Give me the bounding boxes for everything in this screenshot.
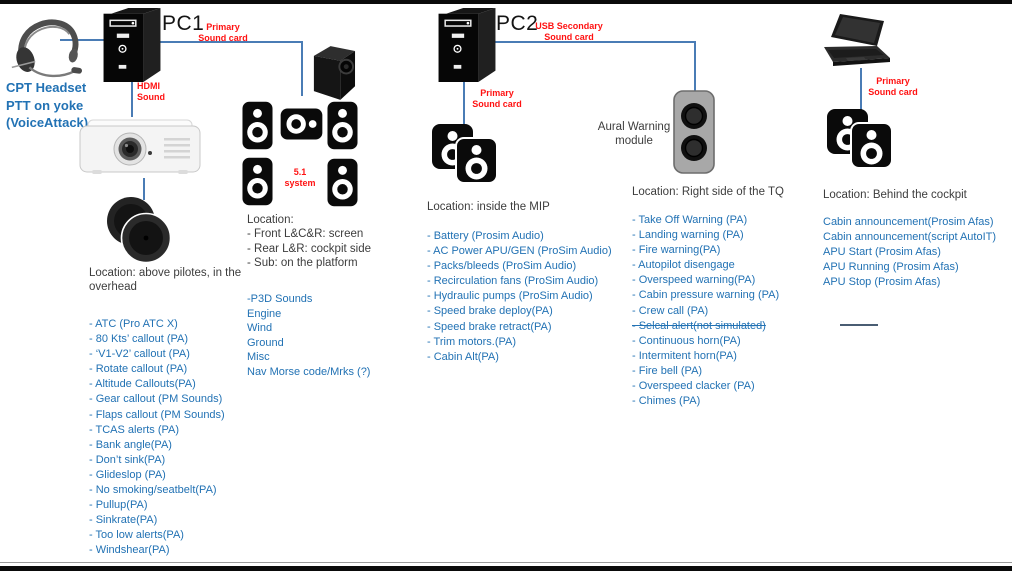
surround-front-right-speaker-icon — [327, 101, 358, 150]
list-item: APU Running (Prosim Afas) — [823, 261, 959, 274]
list-item: - 80 Kts’ callout (PA) — [89, 333, 189, 346]
connector-pc2-aural-h — [492, 41, 696, 43]
subwoofer-icon — [309, 45, 356, 101]
list-item: Ground — [247, 336, 284, 349]
list-item: - Crew call (PA) — [632, 304, 709, 317]
list-item: - AC Power APU/GEN (ProSim Audio) — [427, 245, 612, 258]
tq-location-label: Location: Right side of the TQ — [632, 186, 784, 198]
list-item: Misc — [247, 351, 270, 364]
bottom-border — [0, 566, 1012, 571]
list-item: - Take Off Warning (PA) — [632, 214, 748, 226]
pc1-primary-soundcard-label: Primary Sound card — [198, 22, 248, 43]
connector-pc2-aural-v — [694, 41, 696, 92]
laptop-icon — [816, 12, 896, 70]
aural-warning-module-label: Aural Warning module — [597, 121, 671, 148]
overhead-sounds-list: - ATC (Pro ATC X) - 80 Kts’ callout (PA) -… — [89, 317, 225, 559]
list-item: - Intermitent horn(PA) — [632, 349, 737, 362]
laptop-primary-soundcard-label: Primary Sound card — [868, 76, 918, 97]
headset-caption: CPT Headset PTT on yoke (VoiceAttack) — [6, 80, 89, 130]
list-item: - Selcal alert(not simulated) — [632, 319, 766, 332]
list-item: - Autopilot disengage — [632, 259, 735, 272]
list-item: - Pullup(PA) — [89, 499, 148, 512]
list-item: - Windshear(PA) — [89, 544, 170, 557]
list-item: - Chimes (PA) — [632, 395, 701, 408]
headset-icon — [6, 10, 84, 78]
mip-sounds-list: - Battery (Prosim Audio) - AC Power APU/G… — [427, 229, 612, 365]
overhead-location-label: Location: above pilotes, in the overhead — [89, 267, 242, 294]
list-item: - No smoking/seatbelt(PA) — [89, 484, 217, 497]
laptop-sounds-list: Cabin announcement(Prosim Afas) Cabin ann… — [823, 215, 996, 290]
pc1-label: PC1 — [162, 12, 205, 35]
top-border — [0, 0, 1012, 4]
list-item: APU Stop (Prosim Afas) — [823, 276, 941, 289]
aural-warning-module-icon — [673, 90, 715, 174]
list-item: - Battery (Prosim Audio) — [427, 230, 544, 242]
projector-icon — [78, 114, 202, 178]
list-item: - ATC (Pro ATC X) — [89, 318, 178, 330]
connector-pc2-speakers — [463, 80, 465, 127]
list-item: - Continuous horn(PA) — [632, 334, 741, 347]
pc2-usb-soundcard-label: USB Secondary Sound card — [535, 21, 603, 42]
list-item: - Bank angle(PA) — [89, 438, 172, 451]
connector-headset-pc1 — [60, 39, 107, 41]
list-item: Cabin announcement(script AutoIT) — [823, 231, 997, 244]
tq-sounds-list: - Take Off Warning (PA) - Landing warning… — [632, 213, 779, 409]
list-item: - Rotate callout (PA) — [89, 363, 188, 376]
surround-rear-left-speaker-icon — [242, 157, 273, 206]
surround-rear-right-speaker-icon — [327, 158, 358, 207]
list-item: - Overspeed warning(PA) — [632, 274, 756, 287]
list-item: - ‘V1-V2’ callout (PA) — [89, 348, 190, 361]
connector-laptop-speakers — [860, 68, 862, 126]
mip-speakers-icon — [431, 123, 499, 185]
list-item: - Overspeed clacker (PA) — [632, 380, 755, 393]
list-item: - Recirculation fans (ProSim Audio) — [427, 275, 599, 288]
bottom-divider-line — [0, 562, 1012, 563]
pc2-primary-soundcard-label: Primary Sound card — [472, 88, 522, 109]
list-item: - Packs/bleeds (ProSim Audio) — [427, 260, 577, 273]
surround-center-speaker-icon — [280, 108, 323, 140]
list-item: - TCAS alerts (PA) — [89, 423, 180, 436]
list-item: - Fire warning(PA) — [632, 244, 721, 257]
list-item: - Speed brake retract(PA) — [427, 320, 552, 333]
list-item: - Flaps callout (PM Sounds) — [89, 408, 225, 421]
surround-front-left-speaker-icon — [242, 101, 273, 150]
laptop-location-label: Location: Behind the cockpit — [823, 189, 967, 201]
surround-location-label: Location: - Front L&C&R: screen - Rear L… — [247, 214, 371, 269]
list-item: - Too low alerts(PA) — [89, 529, 184, 542]
list-item: - Speed brake deploy(PA) — [427, 305, 553, 318]
list-item: - Fire bell (PA) — [632, 364, 703, 377]
list-item: - Trim motors.(PA) — [427, 335, 517, 348]
list-item: - Hydraulic pumps (ProSim Audio) — [427, 290, 593, 303]
surround-system-label: 5.1 system — [284, 167, 316, 188]
list-item: - Gear callout (PM Sounds) — [89, 393, 223, 406]
divider-dash — [840, 324, 878, 326]
overhead-speakers-icon — [104, 196, 172, 264]
list-item: - Landing warning (PA) — [632, 229, 744, 242]
list-item: Cabin announcement(Prosim Afas) — [823, 216, 994, 228]
list-item: Engine — [247, 307, 282, 320]
list-item: -P3D Sounds — [247, 293, 313, 305]
list-item: - Sinkrate(PA) — [89, 514, 158, 527]
connector-pc1-projector — [131, 78, 133, 117]
mip-location-label: Location: inside the MIP — [427, 201, 550, 213]
connector-pc1-surround-h — [157, 41, 303, 43]
cockpit-rear-speakers-icon — [826, 108, 894, 170]
list-item: - Cabin pressure warning (PA) — [632, 289, 780, 302]
list-item: - Altitude Callouts(PA) — [89, 378, 196, 391]
list-item: - Glideslop (PA) — [89, 468, 166, 481]
pc2-tower-icon — [438, 8, 496, 82]
pc1-tower-icon — [103, 8, 161, 82]
pc2-label: PC2 — [496, 12, 539, 35]
list-item: - Don’t sink(PA) — [89, 453, 166, 466]
list-item: Wind — [247, 322, 273, 335]
connector-projector-speaker — [143, 178, 145, 200]
list-item: - Cabin Alt(PA) — [427, 350, 499, 363]
list-item: Nav Morse code/Mrks (?) — [247, 365, 371, 378]
connector-pc1-surround-v — [301, 41, 303, 96]
list-item: APU Start (Prosim Afas) — [823, 246, 941, 259]
pc1-hdmi-sound-label: HDMI Sound — [137, 81, 165, 102]
